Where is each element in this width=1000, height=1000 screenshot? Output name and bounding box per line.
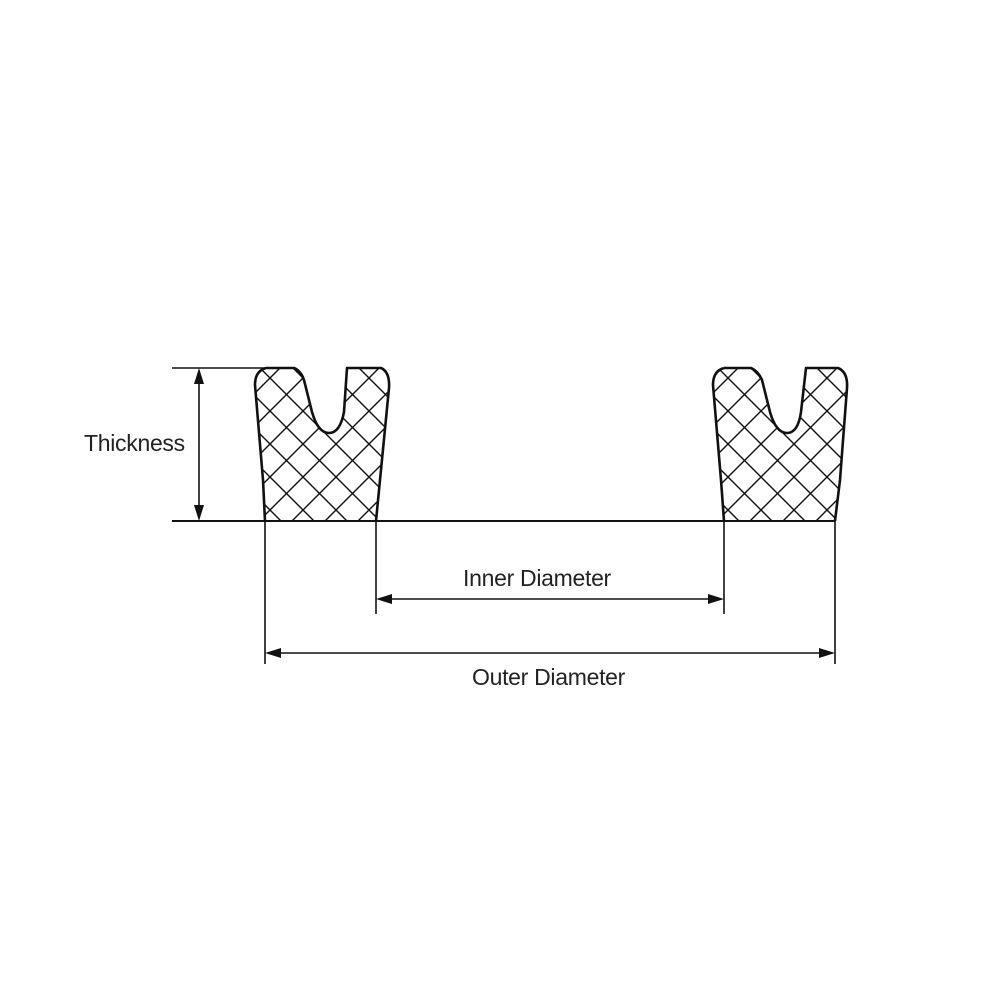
hatch-line [355, 368, 390, 521]
left-seal-outline [253, 366, 391, 522]
hatch-line [255, 368, 383, 521]
hatch-line [388, 368, 390, 521]
hatch-line [322, 368, 390, 521]
hatch-line [813, 368, 848, 521]
hatch-line [255, 368, 317, 521]
hatch-line [780, 368, 848, 521]
hatch-line [388, 368, 390, 521]
hatch-line [747, 368, 848, 521]
hatch-line [713, 368, 841, 521]
hatch-line [455, 365, 613, 523]
thickness-arrow-top [194, 368, 204, 384]
hatch-line [488, 365, 646, 523]
outer-diameter-arrow-right [819, 648, 835, 658]
hatch-line [946, 365, 1000, 523]
inner-diameter-dimension: Inner Diameter [375, 521, 725, 614]
hatch-line [979, 365, 1000, 523]
right-seal-profile [550, 365, 1000, 523]
hatch-line [913, 365, 1000, 523]
right-seal-outline [711, 366, 849, 522]
hatch-line [880, 365, 1000, 523]
hatch-line [846, 368, 848, 521]
hatch-line [713, 368, 775, 521]
right-seal-hatching [550, 365, 1000, 523]
hatch-line [846, 368, 848, 521]
hatch-line [946, 365, 1000, 523]
hatch-line [913, 365, 1000, 523]
hatch-line [322, 368, 390, 521]
inner-diameter-label: Inner Diameter [463, 565, 612, 591]
hatch-line [880, 365, 1000, 523]
hatch-line [521, 365, 679, 523]
hatch-line [422, 365, 580, 523]
hatch-line [550, 365, 708, 523]
hatch-line [422, 365, 580, 523]
hatch-line [979, 365, 1000, 523]
hatch-line [455, 365, 613, 523]
outer-diameter-dimension: Outer Diameter [264, 521, 836, 690]
hatch-line [255, 368, 317, 521]
inner-diameter-arrow-right [708, 594, 724, 604]
hatch-line [780, 368, 848, 521]
outer-diameter-arrow-left [265, 648, 281, 658]
outer-diameter-label: Outer Diameter [472, 664, 626, 690]
thickness-arrow-bottom [194, 505, 204, 521]
hatch-line [713, 368, 775, 521]
hatch-line [289, 368, 390, 521]
hatch-line [550, 365, 708, 523]
thickness-label: Thickness [84, 430, 185, 456]
inner-diameter-arrow-left [376, 594, 392, 604]
hatch-line [488, 365, 646, 523]
thickness-dimension: Thickness [84, 367, 266, 521]
hatch-line [521, 365, 679, 523]
